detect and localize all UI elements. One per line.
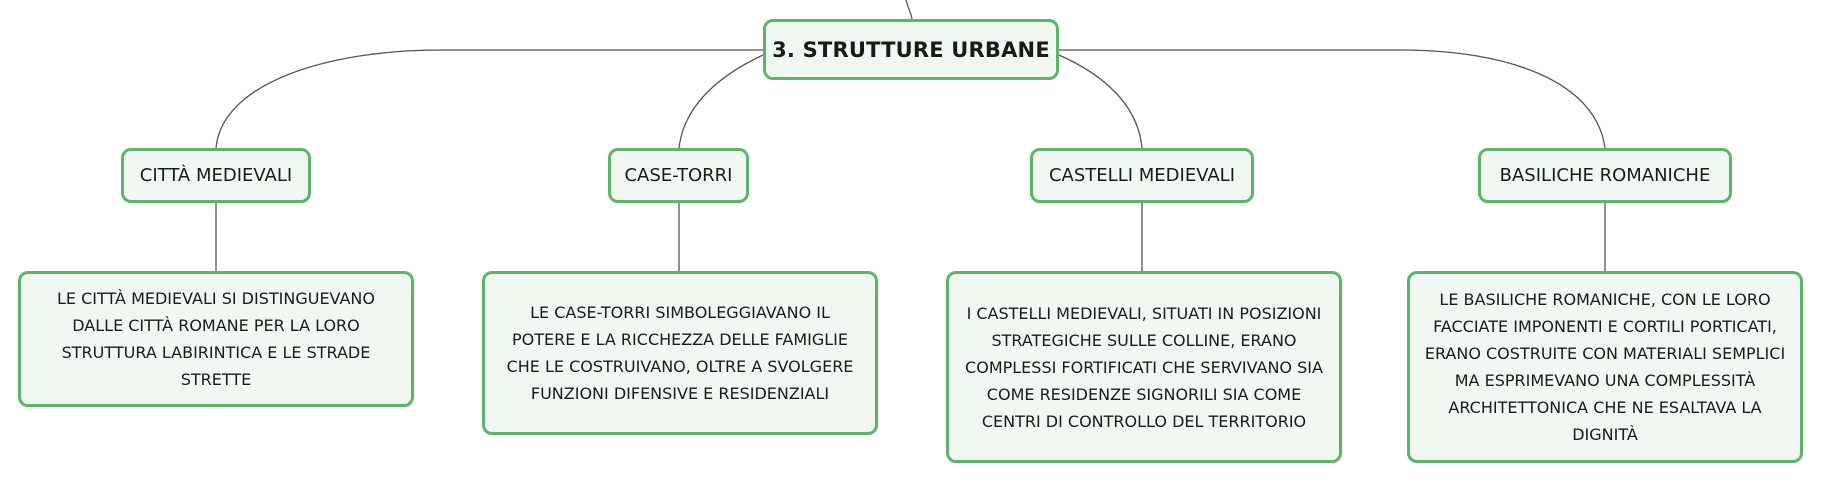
- connector-root-castelli: [1058, 54, 1143, 149]
- root-node[interactable]: 3. STRUTTURE URBANE: [763, 19, 1059, 80]
- detail-basiliche-romaniche[interactable]: LE BASILICHE ROMANICHE, CON LE LORO FACC…: [1407, 271, 1803, 463]
- detail-case-torri[interactable]: LE CASE-TORRI SIMBOLEGGIAVANO IL POTERE …: [482, 271, 878, 435]
- detail-castelli-medievali[interactable]: I CASTELLI MEDIEVALI, SITUATI IN POSIZIO…: [946, 271, 1342, 463]
- connector-root-basiliche: [1059, 49, 1606, 149]
- connector-parent-root: [905, 0, 913, 20]
- connector-root-case: [678, 54, 764, 149]
- topic-basiliche-romaniche[interactable]: BASILICHE ROMANICHE: [1478, 148, 1732, 203]
- topic-castelli-medievali[interactable]: CASTELLI MEDIEVALI: [1030, 148, 1254, 203]
- topic-citta-medievali[interactable]: CITTÀ MEDIEVALI: [121, 148, 311, 203]
- detail-citta-medievali[interactable]: LE CITTÀ MEDIEVALI SI DISTINGUEVANO DALL…: [18, 271, 414, 407]
- connector-root-citta: [215, 49, 763, 149]
- topic-case-torri[interactable]: CASE-TORRI: [608, 148, 749, 203]
